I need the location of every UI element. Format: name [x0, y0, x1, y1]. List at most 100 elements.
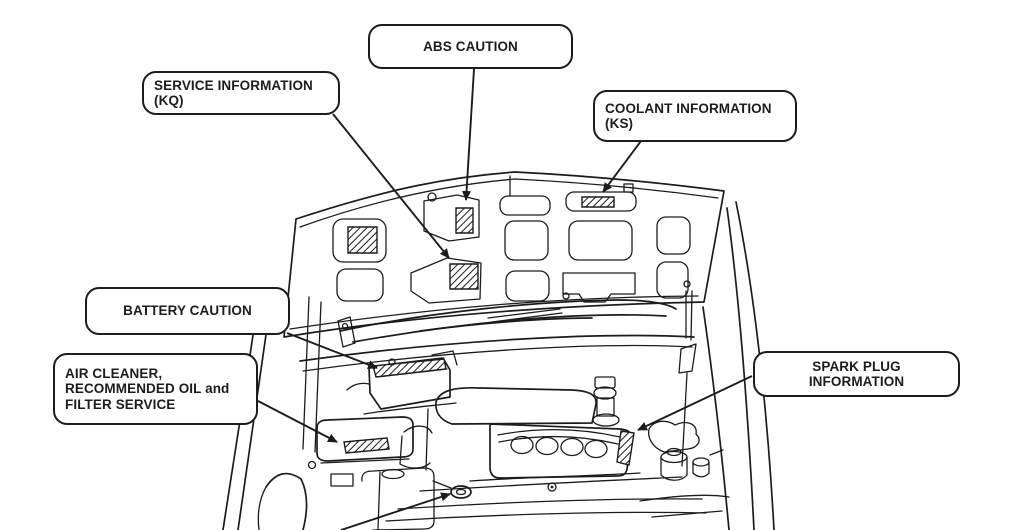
arrow-battery-caution — [287, 333, 378, 369]
pocket — [424, 195, 479, 241]
battery-holddown — [432, 351, 457, 365]
pocket — [569, 221, 632, 260]
spark-plug-tube — [536, 438, 558, 455]
engine-block-line — [420, 477, 682, 491]
prop-rod-lower — [682, 373, 687, 466]
battery-inner-line — [376, 369, 447, 377]
bracket — [426, 409, 428, 470]
reservoir-cap — [667, 449, 681, 456]
battery-caution-label-patch — [373, 359, 446, 377]
spark-plug-label-patch — [617, 431, 634, 465]
arrow-spark-plug — [637, 376, 752, 430]
cowl-lower-edge — [300, 336, 694, 361]
callout-label: ABS CAUTION — [423, 38, 518, 54]
wiper-blade — [420, 318, 592, 331]
hood-outline — [284, 172, 724, 337]
arrow-air-cleaner — [258, 401, 338, 442]
arrow-service-information — [333, 114, 449, 259]
coolant-information-label-patch — [582, 197, 614, 207]
hood-front-edge-inner — [290, 296, 698, 329]
hinge-bolt — [343, 324, 348, 329]
hatched-label-patch — [348, 227, 377, 253]
bracket — [710, 450, 723, 455]
callout-label: (KQ) — [154, 93, 184, 108]
prop-knob — [684, 281, 690, 287]
callout-label: FILTER SERVICE — [65, 396, 176, 412]
hood-panel — [284, 172, 724, 337]
valve-cover-rib — [499, 437, 618, 444]
wiper-blade — [492, 313, 562, 322]
valve-cover — [490, 424, 631, 478]
spark-plug-tube — [561, 439, 583, 456]
hose — [404, 426, 432, 433]
washer-tank-seam — [378, 472, 380, 529]
engine — [386, 377, 706, 521]
callout-label: RECOMMENDED OIL and — [65, 381, 230, 397]
hose — [400, 436, 430, 468]
left-fender-edge — [238, 307, 270, 530]
pocket — [333, 219, 386, 262]
washer-tank-cap — [382, 470, 404, 479]
callout-abs-caution: ABS CAUTION — [368, 24, 573, 69]
arrow-oil-cap-cutoff — [341, 492, 451, 530]
distributor-base — [597, 398, 614, 416]
air-cleaner-housing — [317, 417, 413, 461]
distributor-body — [594, 387, 616, 399]
leader-arrows — [258, 69, 752, 530]
crossmember-line — [386, 512, 706, 521]
pocket — [566, 192, 636, 211]
bracket — [331, 474, 353, 486]
oil-filler-cap — [451, 486, 471, 498]
pocket — [500, 196, 550, 215]
distributor — [593, 377, 619, 426]
distributor-flange — [593, 414, 619, 426]
service-information-label-patch — [450, 264, 478, 289]
prop-rod — [691, 291, 692, 340]
wiper-pivot — [563, 293, 569, 299]
arrow-abs-caution — [462, 69, 474, 201]
hood-hinge-left — [338, 317, 355, 347]
pocket — [657, 217, 690, 254]
hood-top-edge-inner — [300, 179, 718, 227]
spark-plug-tube — [585, 441, 607, 458]
pocket — [506, 271, 549, 301]
callout-battery-caution: BATTERY CAUTION — [85, 287, 290, 335]
battery — [347, 351, 457, 414]
pocket — [657, 262, 688, 298]
wiper-arm — [353, 315, 666, 342]
battery-body — [369, 358, 450, 409]
hood-clip — [624, 184, 633, 192]
callout-label: BATTERY CAUTION — [123, 303, 252, 319]
arrow-coolant-information — [603, 141, 641, 193]
callout-label: (KS) — [605, 116, 634, 131]
small-jar-body — [693, 462, 709, 477]
callout-label: COOLANT INFORMATION — [605, 100, 772, 116]
bolt — [309, 462, 316, 469]
washer-tank-body — [362, 468, 434, 530]
bolt-center — [550, 485, 554, 489]
battery-tray — [364, 403, 456, 414]
abs-caution-label-patch — [456, 208, 473, 233]
callout-coolant-information-ks: COOLANT INFORMATION (KS) — [593, 90, 797, 142]
air-cleaner-label-patch — [344, 438, 389, 453]
body-sides — [223, 202, 774, 530]
right-fender-edge — [727, 208, 754, 530]
washer-tank — [362, 468, 434, 530]
battery-terminal — [389, 359, 395, 365]
pocket — [337, 269, 383, 301]
callout-spark-plug-information: SPARK PLUG INFORMATION — [753, 351, 960, 397]
left-inner-fender — [315, 302, 321, 452]
prop-bracket — [679, 344, 696, 373]
hose-blob — [649, 421, 699, 452]
reservoirs — [640, 421, 729, 517]
wiper-arm — [340, 300, 676, 331]
callout-label: SERVICE INFORMATION — [154, 77, 313, 93]
callout-label: AIR CLEANER, — [65, 365, 163, 381]
valve-cover-rib — [498, 430, 620, 437]
hood-insulation-pockets — [333, 192, 690, 303]
callout-air-cleaner-service: AIR CLEANER, RECOMMENDED OIL and FILTER … — [53, 353, 258, 425]
callout-service-information-kq: SERVICE INFORMATION (KQ) — [142, 71, 340, 115]
engine-block-line — [470, 473, 640, 481]
